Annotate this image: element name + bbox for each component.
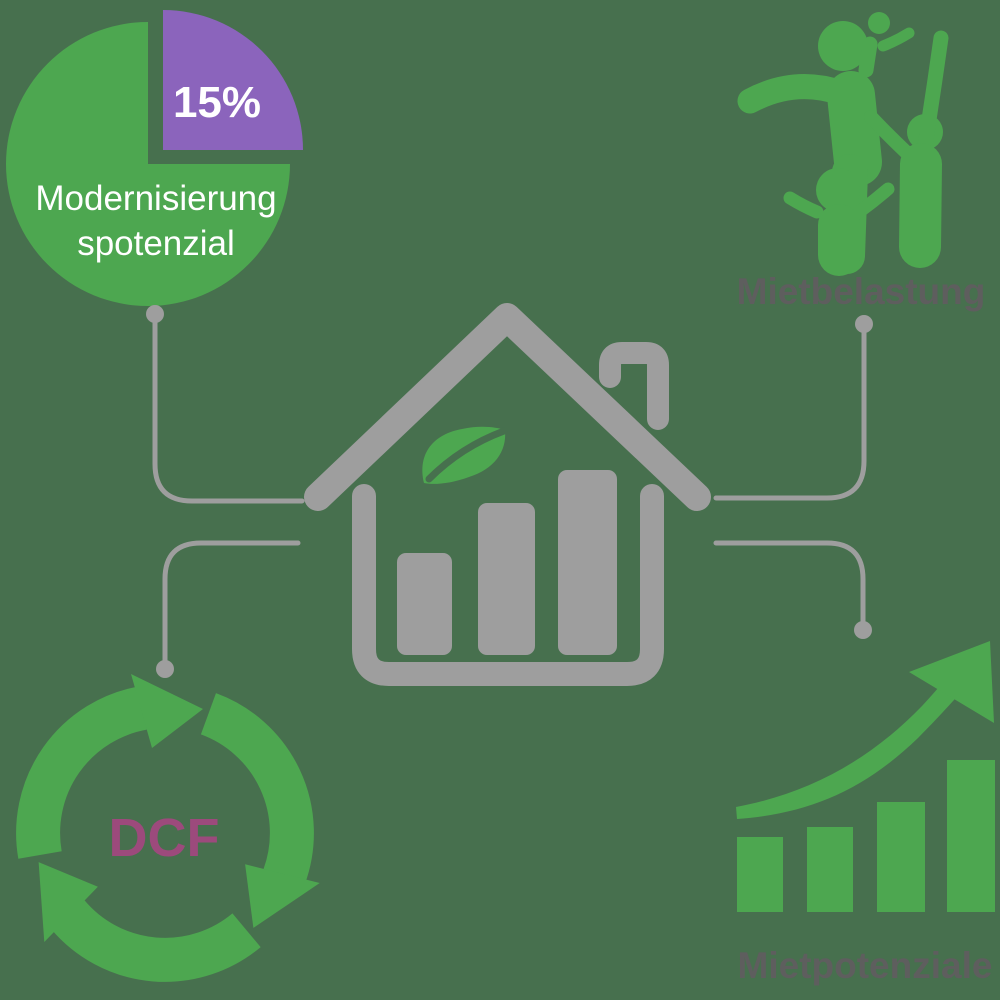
connectors <box>146 305 873 678</box>
connector-dot <box>855 315 873 333</box>
growth-bar-2 <box>807 827 853 912</box>
family-child1-body <box>858 36 878 78</box>
house-walls <box>352 484 664 686</box>
connector-bottom-right <box>713 540 866 631</box>
pie-slice-main <box>6 22 290 306</box>
house-bar-2 <box>478 503 535 655</box>
cycle-arrow-segment <box>16 674 203 859</box>
label-dcf: DCF <box>108 808 220 868</box>
family-adult1-head <box>818 21 868 71</box>
pie-caption: Modernisierung spotenzial <box>6 176 306 266</box>
connector-bottom-left <box>162 540 301 671</box>
connector-dot <box>146 305 164 323</box>
house-roof <box>304 303 711 511</box>
leaf-vein <box>425 427 508 483</box>
family-adult2-body <box>899 143 942 268</box>
house-chimney <box>599 342 669 430</box>
family-child2-arm-right <box>852 182 895 219</box>
pie-chart <box>6 10 303 306</box>
growth-chart-icon <box>736 641 995 912</box>
family-child1-head <box>868 12 890 34</box>
family-child2-head <box>816 168 860 212</box>
family-adult1-torso <box>827 71 882 186</box>
pie-percent-label: 15% <box>172 78 262 127</box>
growth-arrow-curve <box>736 668 964 819</box>
family-child2-arm-left <box>783 191 824 219</box>
house-bar-1 <box>397 553 452 655</box>
pie-caption-line1: Modernisierung <box>35 179 277 218</box>
family-adult2-arm-right <box>916 30 949 160</box>
connector-dot <box>854 621 872 639</box>
connector-top-left <box>152 312 305 504</box>
connector-dot <box>156 660 174 678</box>
pie-caption-line2: spotenzial <box>77 224 235 263</box>
label-mietpotenziale: Mietpotenziale <box>737 945 993 986</box>
family-child1-arm <box>877 27 915 52</box>
growth-bar-1 <box>737 837 783 912</box>
family-adult2-arm-left <box>864 110 914 160</box>
connector-top-right <box>713 322 867 501</box>
growth-bar-4 <box>947 760 995 912</box>
house-bar-3 <box>558 470 617 655</box>
eco-house-icon <box>304 303 711 686</box>
cycle-arrows-icon <box>8 674 366 1000</box>
growth-arrow-head <box>909 641 994 723</box>
label-mietbelastung: Mietbelastung <box>736 271 986 312</box>
family-icon <box>737 12 949 276</box>
growth-bar-3 <box>877 802 925 912</box>
pie-slice-15pct <box>163 10 303 150</box>
house-bar-chart <box>397 470 617 655</box>
leaf-icon <box>422 426 508 484</box>
